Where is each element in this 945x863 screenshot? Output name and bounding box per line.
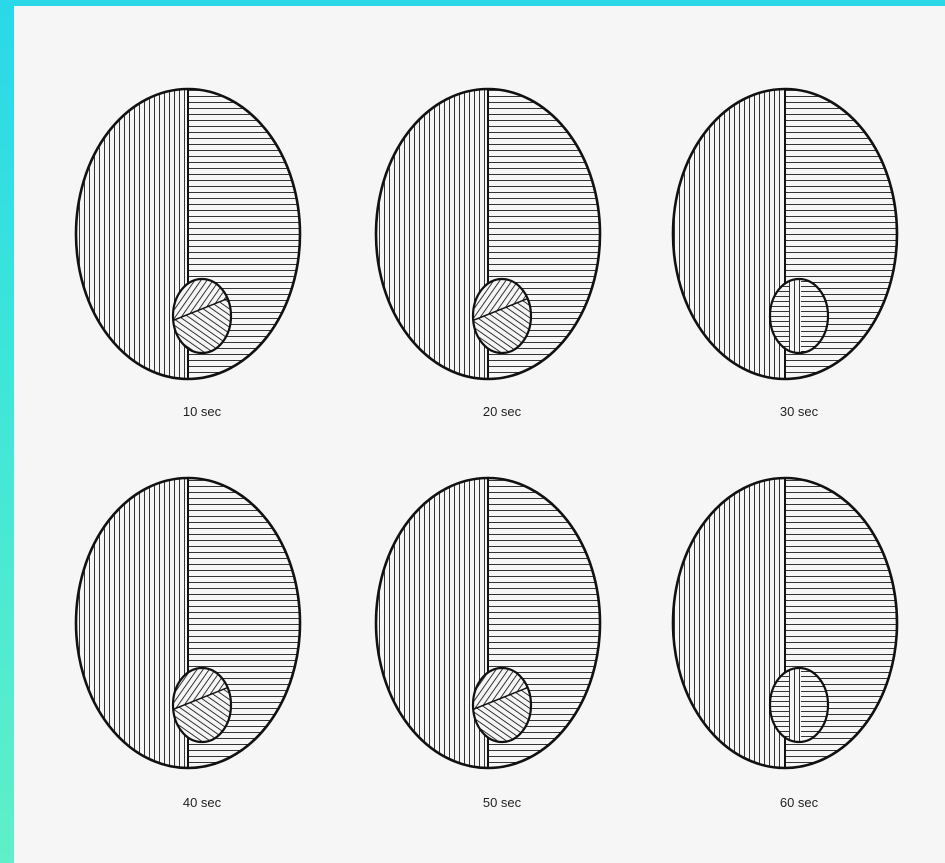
stimulus-panel: 20 sec — [376, 89, 600, 419]
time-label: 30 sec — [780, 404, 819, 419]
time-label: 20 sec — [483, 404, 522, 419]
time-label: 50 sec — [483, 795, 522, 810]
time-label: 60 sec — [780, 795, 819, 810]
stimulus-figure: 10 sec 20 sec 30 sec 40 sec 50 sec 60 sec — [14, 6, 945, 863]
left-grating-half — [673, 478, 785, 768]
left-grating-half — [673, 89, 785, 379]
stimulus-panel: 50 sec — [376, 478, 600, 810]
left-grating-half — [376, 478, 488, 768]
time-label: 10 sec — [183, 404, 222, 419]
left-grating-half — [376, 89, 488, 379]
stimulus-panel: 40 sec — [76, 478, 300, 810]
left-grating-half — [76, 478, 188, 768]
stimulus-panel: 60 sec — [673, 478, 897, 810]
left-grating-half — [76, 89, 188, 379]
figure-panel: 10 sec 20 sec 30 sec 40 sec 50 sec 60 sec — [14, 6, 945, 863]
stimulus-panel: 10 sec — [76, 89, 300, 419]
time-label: 40 sec — [183, 795, 222, 810]
stimulus-panel: 30 sec — [673, 89, 897, 419]
